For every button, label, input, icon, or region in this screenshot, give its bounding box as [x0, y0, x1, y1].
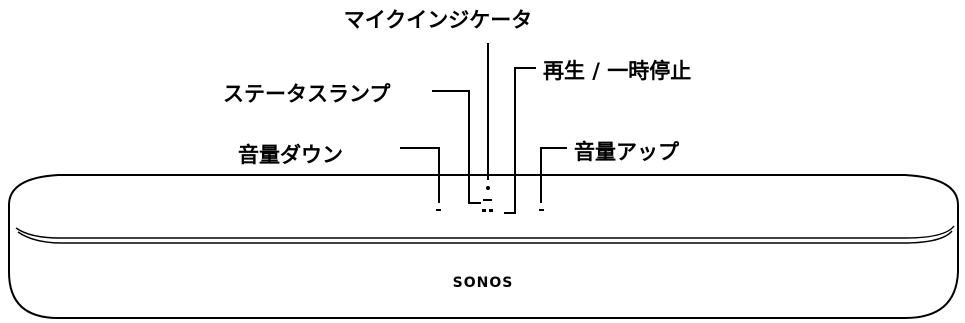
play-pause-button-left[interactable]	[482, 209, 486, 212]
volume-up-leader	[540, 147, 567, 203]
volume-up-button[interactable]	[539, 209, 544, 211]
play-pause-leader	[504, 67, 536, 214]
soundbar-outline	[8, 174, 959, 319]
volume-down-label: 音量ダウン	[238, 143, 343, 167]
volume-down-button[interactable]	[436, 209, 441, 211]
soundbar-top-edge	[15, 225, 955, 239]
status-light-leader	[432, 90, 481, 204]
status-light	[483, 199, 492, 201]
soundbar	[8, 174, 959, 319]
play-pause-label: 再生 / 一時停止	[543, 59, 691, 83]
volume-down-leader	[400, 147, 440, 203]
brand-logo: SONOS	[453, 275, 514, 291]
soundbar-top-edge-inner	[17, 230, 953, 244]
soundbar-controls	[436, 186, 544, 212]
microphone-indicator-light	[486, 186, 490, 190]
play-pause-button-right[interactable]	[489, 209, 493, 212]
volume-up-label: 音量アップ	[574, 140, 680, 164]
mic-indicator-label: マイクインジケータ	[344, 8, 533, 32]
status-light-label: ステータスランプ	[223, 82, 391, 106]
callout-lines	[400, 43, 567, 214]
